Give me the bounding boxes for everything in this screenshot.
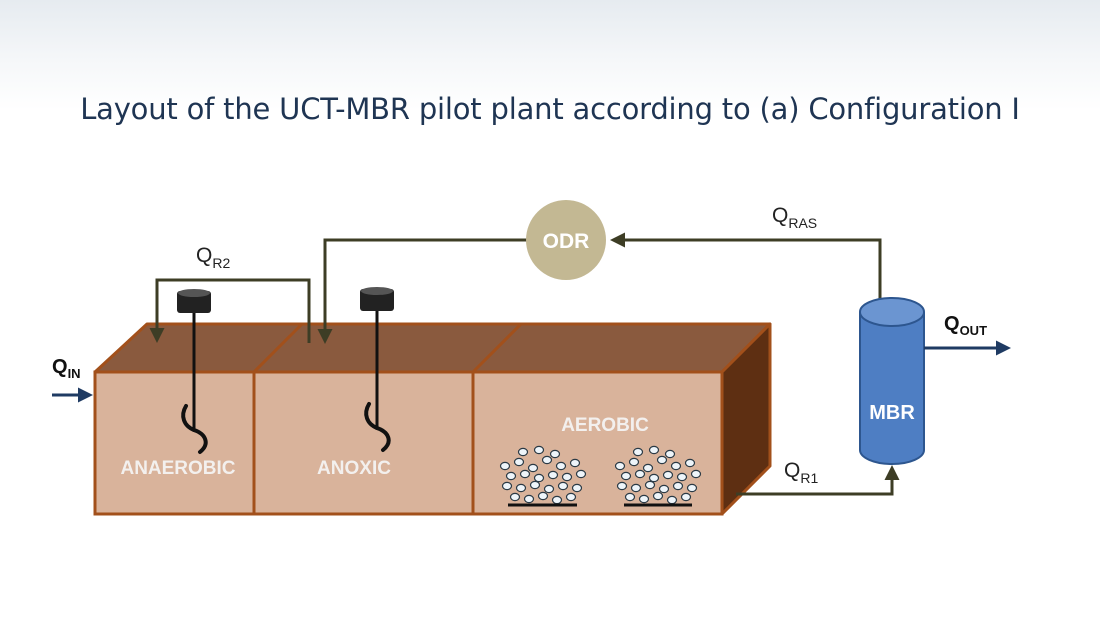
air-bubble [547,470,559,480]
air-bubble [571,483,583,493]
air-bubble [529,480,541,490]
tank-front-face [93,370,724,516]
zone-label-anaerobic: ANAEROBIC [120,458,235,479]
mbr-label: MBR [869,402,915,424]
top-divider-2 [471,322,523,374]
air-bubble [565,492,577,502]
air-bubble [519,469,531,479]
mixer-motor-icon [177,291,211,313]
mixer-motor-icon [360,289,394,311]
air-bubble [638,494,650,504]
air-bubble [648,445,660,455]
air-bubble [515,483,527,493]
mixer-motor-top [178,289,210,297]
impeller-icon [181,404,196,432]
top-divider-1 [252,322,304,374]
air-bubble [632,447,644,457]
air-bubble [630,483,642,493]
air-bubble [505,471,517,481]
flow-label-q-ras: QRAS [772,204,817,231]
air-bubble [523,494,535,504]
air-bubble [686,483,698,493]
mbr-unit: MBR [859,297,925,465]
odr-tank [526,200,606,280]
air-bubble [658,484,670,494]
air-bubble [537,491,549,501]
reactor-tank [93,322,772,516]
zone-label-aerobic: AEROBIC [561,415,649,436]
air-bubble [575,469,587,479]
air-bubble [644,480,656,490]
impeller-icon [364,402,379,430]
air-bubble [664,449,676,459]
air-bubble [509,492,521,502]
air-bubble [517,447,529,457]
air-bubble [620,471,632,481]
air-bubble [624,492,636,502]
impeller-blade-icon [192,428,208,454]
aeration-bubbles-right [614,445,702,505]
air-bubble [662,470,674,480]
air-bubble [513,457,525,467]
mixer-anoxic [360,287,394,452]
air-bubble [527,463,539,473]
air-bubble [642,463,654,473]
flow-label-q-r2: QR2 [196,244,230,271]
air-bubble [672,481,684,491]
air-bubble [569,458,581,468]
impeller-blade-icon [375,426,391,452]
air-bubble [533,473,545,483]
air-bubble [656,455,668,465]
mixer-motor-top [361,287,393,295]
mbr-top [859,297,925,327]
recycle-r1-line [736,465,900,496]
air-bubble [499,461,511,471]
flow-label-q-in: QIN [52,356,81,381]
air-bubble [557,481,569,491]
mixer-anaerobic [177,289,211,454]
recycle-r2-line [149,278,311,343]
odr-label: ODR [543,230,590,253]
air-bubble [614,461,626,471]
air-bubble [676,472,688,482]
air-bubble [549,449,561,459]
air-bubble [684,458,696,468]
air-bubble [541,455,553,465]
air-bubble [652,491,664,501]
air-bubble [690,469,702,479]
diagram-title: Layout of the UCT-MBR pilot plant accord… [80,92,1020,126]
mbr-body [859,312,925,465]
flow-label-q-out: QOUT [944,313,987,338]
air-bubble [628,457,640,467]
air-bubble [533,445,545,455]
air-bubble [555,461,567,471]
air-bubble [561,472,573,482]
air-bubble [648,473,660,483]
air-bubble [616,481,628,491]
air-bubble [680,492,692,502]
air-bubble [543,484,555,494]
tank-top-face [93,322,772,374]
air-bubble [634,469,646,479]
aeration-bubbles-left [499,445,587,505]
flow-label-q-r1: QR1 [784,459,818,486]
air-bubble [501,481,513,491]
ras-line [610,232,882,300]
odr-to-anoxic-line [317,238,528,344]
air-bubble [670,461,682,471]
air-bubble [551,495,563,505]
air-bubble [666,495,678,505]
zone-label-anoxic: ANOXIC [317,458,391,479]
